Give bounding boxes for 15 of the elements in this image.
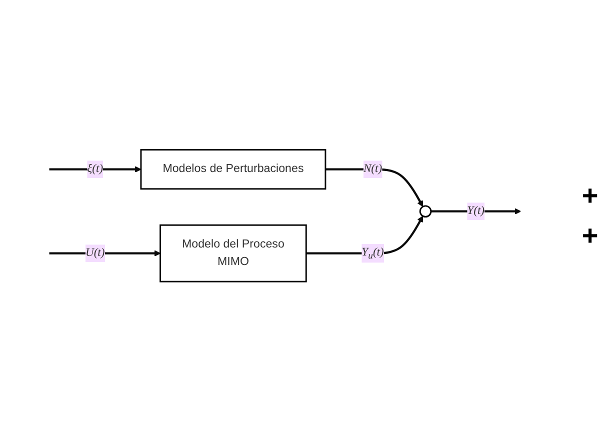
- plus-sign: +: [582, 220, 598, 252]
- arrow: [306, 216, 424, 255]
- node-circle: [419, 206, 432, 218]
- edge-label: U(t): [85, 247, 105, 260]
- edge-label: ξ(t): [87, 163, 104, 176]
- arrow: [49, 250, 161, 257]
- edge-label: N(t): [363, 163, 382, 176]
- edge-label: Y$_{u}$(t): [362, 246, 384, 261]
- node-box: Modelo del Proceso MIMO: [160, 224, 307, 283]
- arrow: [49, 166, 142, 173]
- arrow: [430, 208, 522, 215]
- edge-label: Y(t): [467, 205, 485, 218]
- arrow: [325, 168, 424, 208]
- node-box: Modelos de Perturbaciones: [140, 149, 326, 190]
- plus-sign: +: [582, 180, 598, 212]
